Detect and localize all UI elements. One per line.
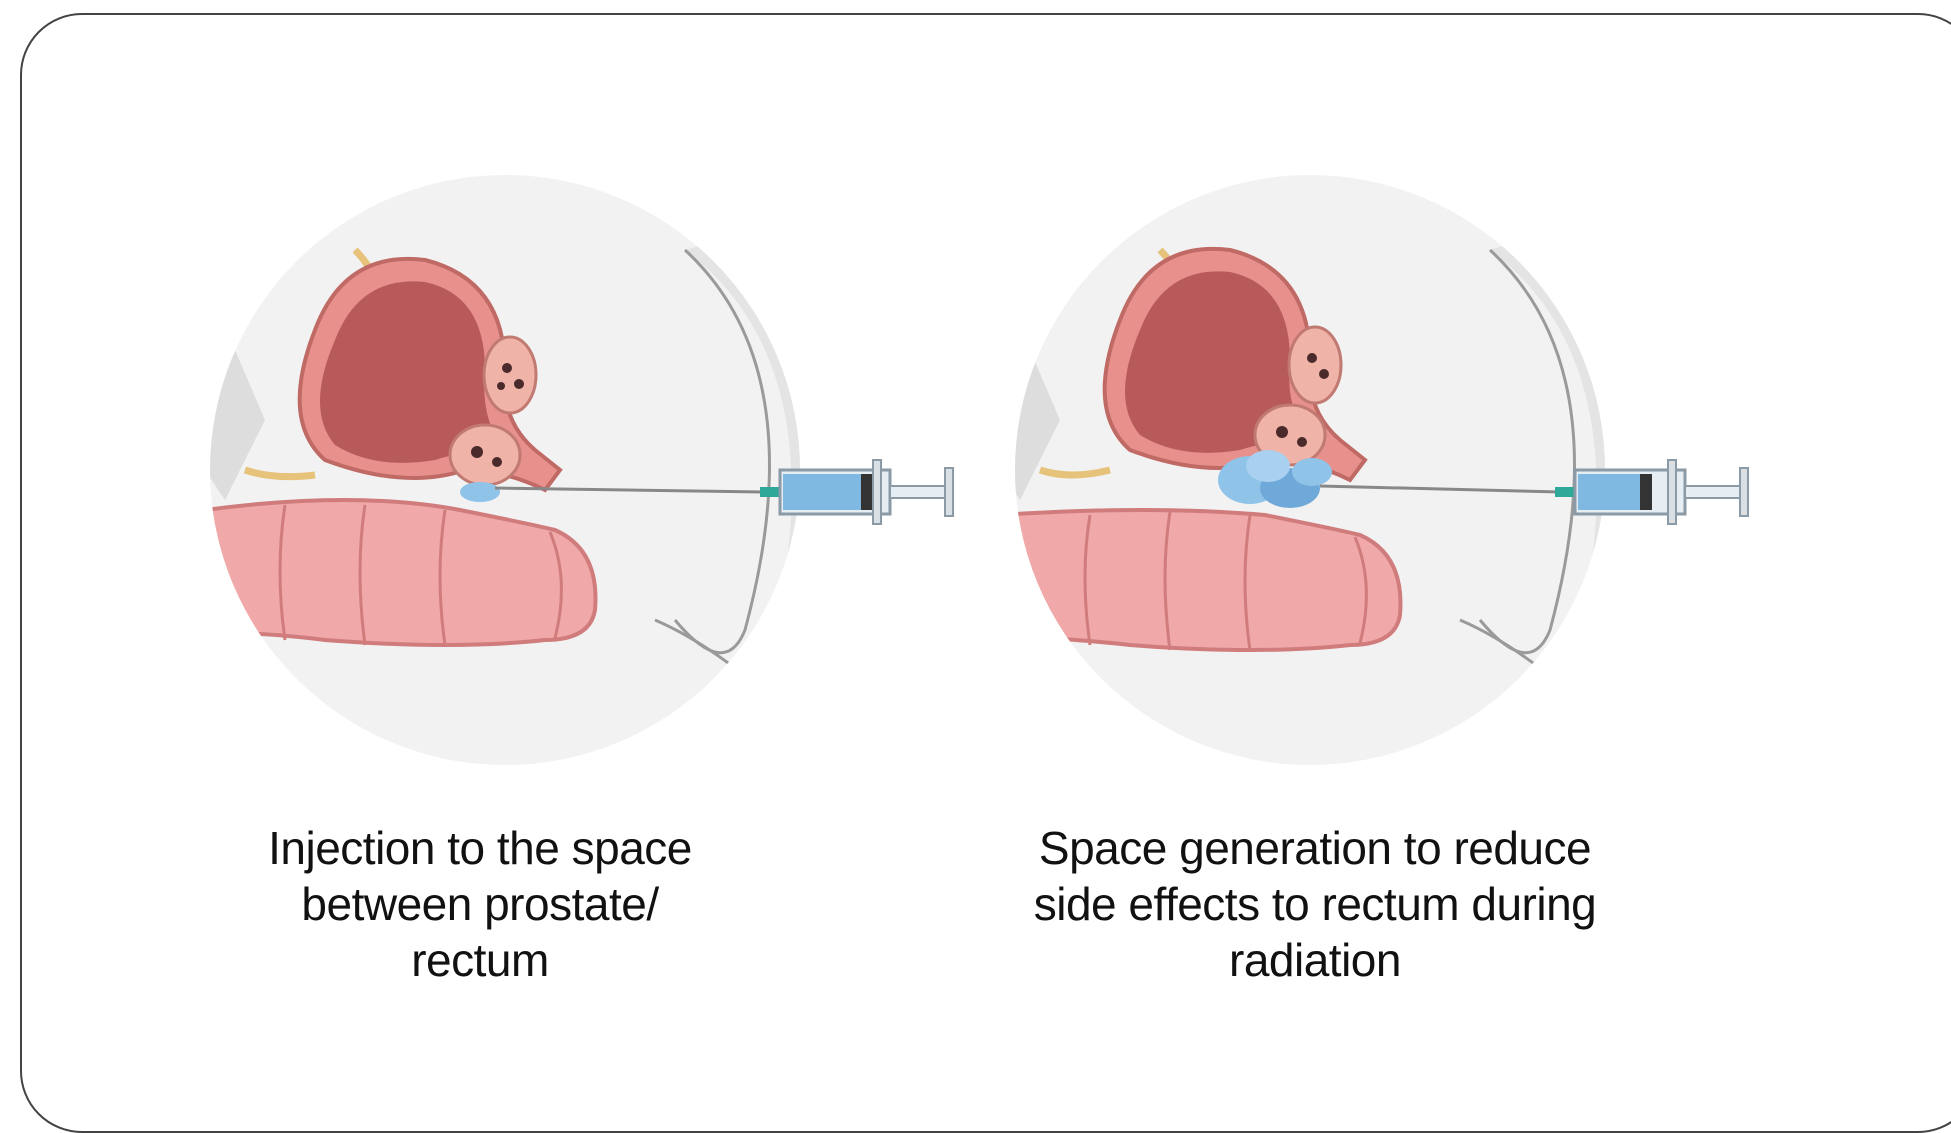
caption-line: Space generation to reduce bbox=[1000, 820, 1630, 876]
caption-space-generation: Space generation to reduce side effects … bbox=[1000, 820, 1630, 988]
caption-line: between prostate/ bbox=[230, 876, 730, 932]
prostate-icon bbox=[450, 425, 520, 485]
syringe-icon bbox=[1555, 460, 1748, 524]
panel-space-generation-illustration bbox=[1000, 170, 1760, 790]
caption-injection: Injection to the space between prostate/… bbox=[230, 820, 730, 988]
caption-line: radiation bbox=[1000, 932, 1630, 988]
caption-line: rectum bbox=[230, 932, 730, 988]
seminal-vesicle-icon bbox=[484, 337, 536, 413]
rectum-icon bbox=[1000, 510, 1401, 650]
syringe-icon bbox=[760, 460, 953, 524]
gel-spacer-icon bbox=[460, 482, 500, 502]
caption-line: Injection to the space bbox=[230, 820, 730, 876]
caption-line: side effects to rectum during bbox=[1000, 876, 1630, 932]
seminal-vesicle-icon bbox=[1289, 327, 1341, 403]
panel-injection-illustration bbox=[205, 170, 965, 790]
